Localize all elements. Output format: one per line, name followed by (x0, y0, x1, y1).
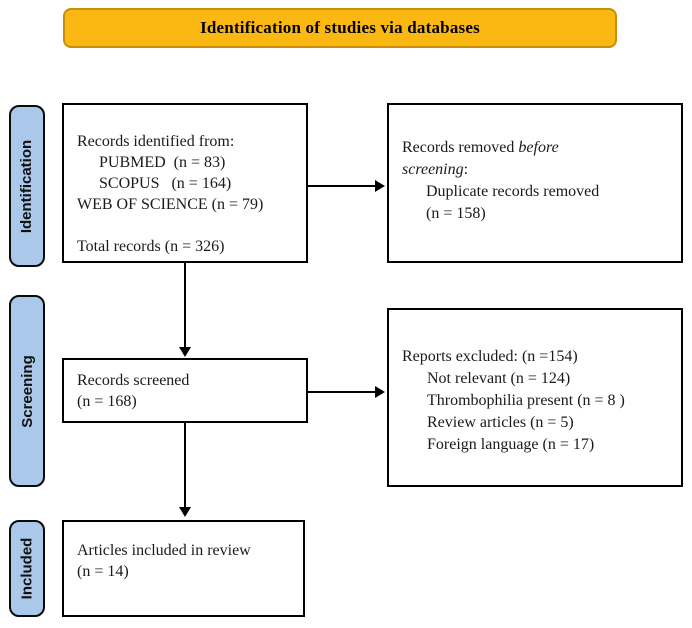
excluded-item-not-relevant: Not relevant (n = 124) (427, 370, 571, 387)
records-identified-scopus: SCOPUS (n = 164) (99, 175, 232, 192)
box-records-screened: Records screened (n = 168) (62, 358, 308, 423)
diagram-title-banner: Identification of studies via databases (63, 8, 617, 48)
box-reports-excluded: Reports excluded: (n =154) Not relevant … (387, 308, 683, 487)
records-removed-italic-screening: screening (402, 161, 464, 178)
records-removed-heading-line2: screening: (402, 159, 675, 181)
box-articles-included: Articles included in review (n = 14) (62, 520, 305, 617)
stage-label-identification: Identification (9, 105, 45, 267)
stage-label-screening: Screening (9, 295, 45, 487)
arrow-screened-to-excluded (308, 386, 385, 398)
box-records-removed: Records removed before screening: Duplic… (387, 103, 683, 263)
records-removed-heading-line1: Records removed before (402, 137, 675, 159)
diagram-title: Identification of studies via databases (200, 18, 480, 37)
records-identified-heading: Records identified from: (77, 133, 235, 150)
duplicate-records-removed: Duplicate records removed (426, 183, 600, 200)
records-identified-total: Total records (n = 326) (77, 238, 225, 255)
records-screened-count: (n = 168) (77, 393, 137, 410)
excluded-item-foreign-language: Foreign language (n = 17) (427, 436, 595, 453)
arrow-screened-to-included (179, 423, 191, 517)
articles-included-label: Articles included in review (77, 542, 251, 559)
arrow-identified-to-screened (179, 263, 191, 357)
stage-label-included-text: Included (18, 537, 36, 600)
box-records-identified: Records identified from: PUBMED (n = 83)… (62, 103, 308, 263)
excluded-item-review-articles: Review articles (n = 5) (427, 414, 574, 431)
records-removed-italic-before: before (518, 139, 559, 156)
stage-label-identification-text: Identification (18, 139, 36, 233)
arrow-identified-to-removed (308, 180, 385, 192)
articles-included-count: (n = 14) (77, 563, 129, 580)
stage-label-included: Included (9, 520, 45, 617)
stage-label-screening-text: Screening (18, 354, 36, 428)
records-identified-wos: WEB OF SCIENCE (n = 79) (77, 196, 264, 213)
records-removed-colon: : (463, 161, 469, 178)
records-identified-pubmed: PUBMED (n = 83) (99, 154, 226, 171)
blank-line (77, 215, 300, 236)
reports-excluded-heading: Reports excluded: (n =154) (402, 348, 578, 365)
duplicate-records-count: (n = 158) (426, 205, 486, 222)
excluded-item-thrombophilia: Thrombophilia present (n = 8 ) (427, 392, 625, 409)
records-removed-prefix: Records removed (402, 139, 519, 156)
records-screened-label: Records screened (77, 372, 190, 389)
